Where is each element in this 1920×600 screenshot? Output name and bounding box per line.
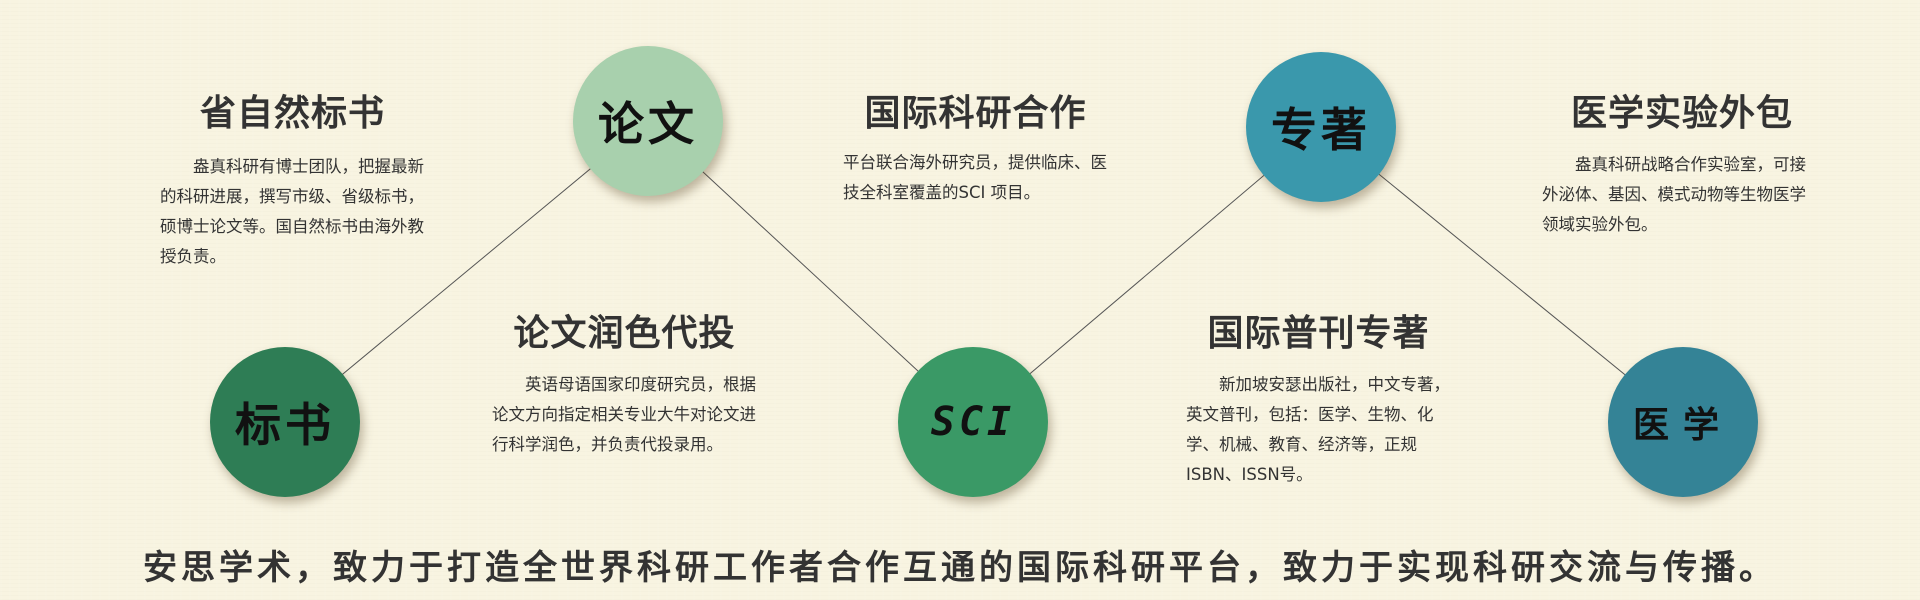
block-text: 英语母语国家印度研究员，根据论文方向指定相关专业大牛对论文进行科学润色，并负责代… <box>492 375 756 454</box>
block-title: 论文润色代投 <box>513 312 736 354</box>
block-biaoshu: 省自然标书 盎真科研有博士团队，把握最新的科研进展，撰写市级、省级标书，硕博士论… <box>160 84 425 272</box>
block-title: 省自然标书 <box>199 92 385 134</box>
node-lunwen: 论文 <box>573 46 723 196</box>
block-yixue: 医学实验外包 盎真科研战略合作实验室，可接外泌体、基因、模式动物等生物医学领域实… <box>1542 84 1822 240</box>
block-zhuanzhu: 国际普刊专著 新加坡安瑟出版社，中文专著，英文普刊，包括：医学、生物、化学、机械… <box>1186 304 1451 490</box>
slogan: 安思学术，致力于打造全世界科研工作者合作互通的国际科研平台，致力于实现科研交流与… <box>143 548 1777 588</box>
block-title: 国际科研合作 <box>864 92 1087 134</box>
block-title: 国际普刊专著 <box>1207 312 1430 354</box>
block-guoji: 国际科研合作 平台联合海外研究员，提供临床、医技全科室覆盖的SCI 项目。 <box>843 84 1108 208</box>
node-biaoshu: 标书 <box>210 347 360 497</box>
node-sci: SCI <box>898 347 1048 497</box>
block-title: 医学实验外包 <box>1570 92 1793 134</box>
block-text: 新加坡安瑟出版社，中文专著，英文普刊，包括：医学、生物、化学、机械、教育、经济等… <box>1186 375 1450 484</box>
block-text: 平台联合海外研究员，提供临床、医技全科室覆盖的SCI 项目。 <box>843 153 1107 202</box>
block-text: 盎真科研战略合作实验室，可接外泌体、基因、模式动物等生物医学领域实验外包。 <box>1542 155 1806 234</box>
block-lunwen: 论文润色代投 英语母语国家印度研究员，根据论文方向指定相关专业大牛对论文进行科学… <box>492 304 757 460</box>
node-zhuanzhu: 专著 <box>1246 52 1396 202</box>
block-text: 盎真科研有博士团队，把握最新的科研进展，撰写市级、省级标书，硕博士论文等。国自然… <box>160 157 424 266</box>
node-yixue: 医学 <box>1608 347 1758 497</box>
